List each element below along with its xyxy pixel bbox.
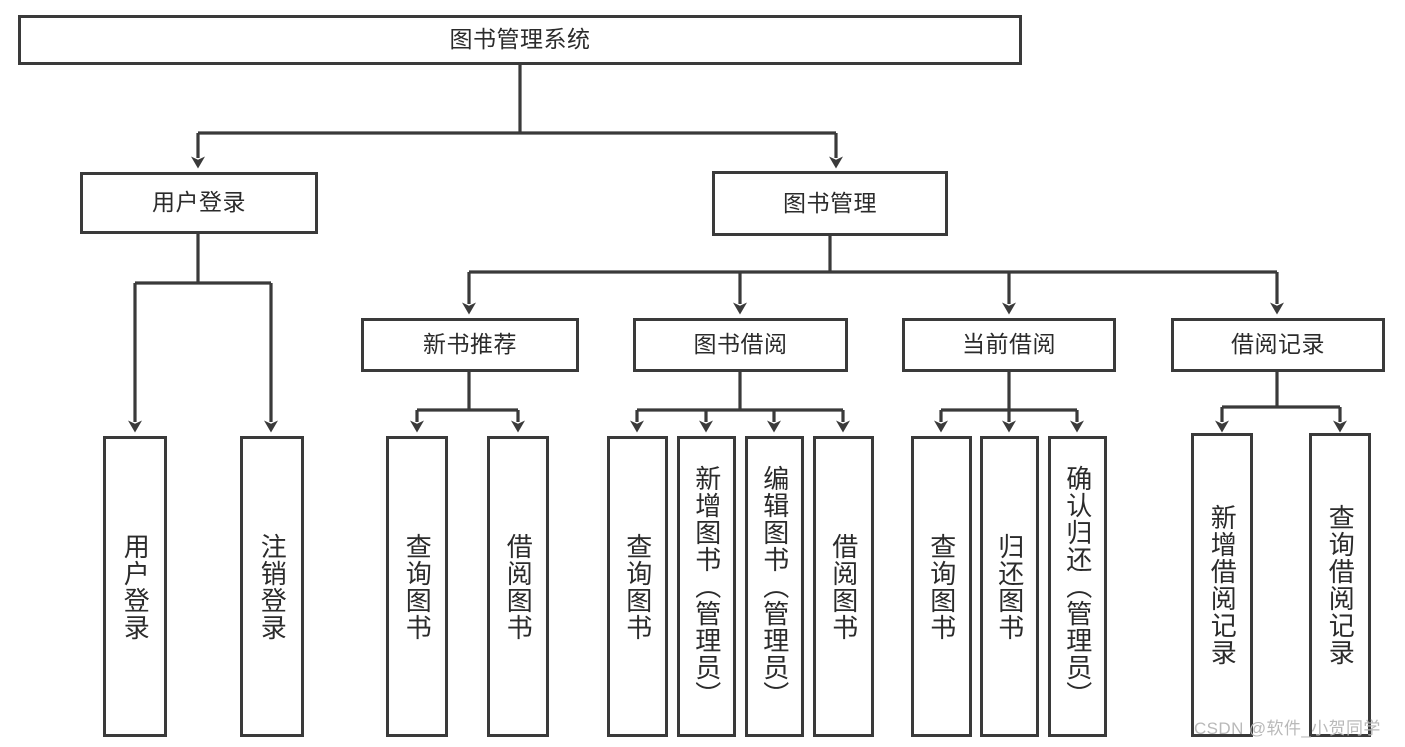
leaf-borrow-book-label: 借阅图书	[828, 532, 859, 641]
leaf-add-borrow-record[interactable]: 新增借阅记录	[1191, 433, 1253, 737]
csdn-watermark: CSDN @软件_小贺同学	[1194, 719, 1381, 738]
leaf-query-book-current[interactable]: 查询图书	[911, 436, 972, 737]
node-borrow-record[interactable]: 借阅记录	[1171, 318, 1385, 372]
leaf-logout[interactable]: 注销登录	[240, 436, 304, 737]
node-borrow-record-label: 借阅记录	[1231, 331, 1325, 358]
leaf-borrow-book-recommend[interactable]: 借阅图书	[487, 436, 549, 737]
leaf-edit-book-admin-label: 编辑图书（管理员）	[759, 465, 790, 708]
leaf-query-borrow-record[interactable]: 查询借阅记录	[1309, 433, 1371, 737]
leaf-query-book-recommend[interactable]: 查询图书	[386, 436, 448, 737]
leaf-query-book-borrow[interactable]: 查询图书	[607, 436, 668, 737]
node-book-borrow[interactable]: 图书借阅	[633, 318, 848, 372]
leaf-user-login-label: 用户登录	[120, 532, 151, 641]
leaf-query-book-current-label: 查询图书	[926, 532, 957, 641]
leaf-query-book-recommend-label: 查询图书	[402, 532, 433, 641]
node-book-management[interactable]: 图书管理	[712, 171, 948, 236]
leaf-query-borrow-record-label: 查询借阅记录	[1325, 504, 1356, 666]
leaf-query-book-borrow-label: 查询图书	[622, 532, 653, 641]
leaf-user-login[interactable]: 用户登录	[103, 436, 167, 737]
node-root-label: 图书管理系统	[449, 26, 591, 53]
node-new-book-recommend[interactable]: 新书推荐	[361, 318, 579, 372]
leaf-return-book-label: 归还图书	[994, 532, 1025, 641]
node-new-book-recommend-label: 新书推荐	[423, 331, 517, 358]
leaf-edit-book-admin[interactable]: 编辑图书（管理员）	[745, 436, 804, 737]
node-user-login-label: 用户登录	[152, 189, 246, 216]
leaf-borrow-book-recommend-label: 借阅图书	[503, 532, 534, 641]
leaf-confirm-return-admin[interactable]: 确认归还（管理员）	[1048, 436, 1107, 737]
node-book-management-label: 图书管理	[783, 189, 877, 216]
leaf-add-book-admin[interactable]: 新增图书（管理员）	[677, 436, 736, 737]
node-root[interactable]: 图书管理系统	[18, 15, 1022, 65]
leaf-confirm-return-admin-label: 确认归还（管理员）	[1062, 465, 1093, 708]
leaf-return-book[interactable]: 归还图书	[980, 436, 1039, 737]
node-book-borrow-label: 图书借阅	[693, 331, 788, 358]
leaf-add-borrow-record-label: 新增借阅记录	[1207, 504, 1238, 666]
node-user-login[interactable]: 用户登录	[80, 172, 318, 234]
leaf-add-book-admin-label: 新增图书（管理员）	[691, 465, 722, 708]
node-current-borrow-label: 当前借阅	[962, 331, 1056, 358]
leaf-borrow-book[interactable]: 借阅图书	[813, 436, 874, 737]
leaf-logout-label: 注销登录	[257, 532, 288, 641]
node-current-borrow[interactable]: 当前借阅	[902, 318, 1116, 372]
